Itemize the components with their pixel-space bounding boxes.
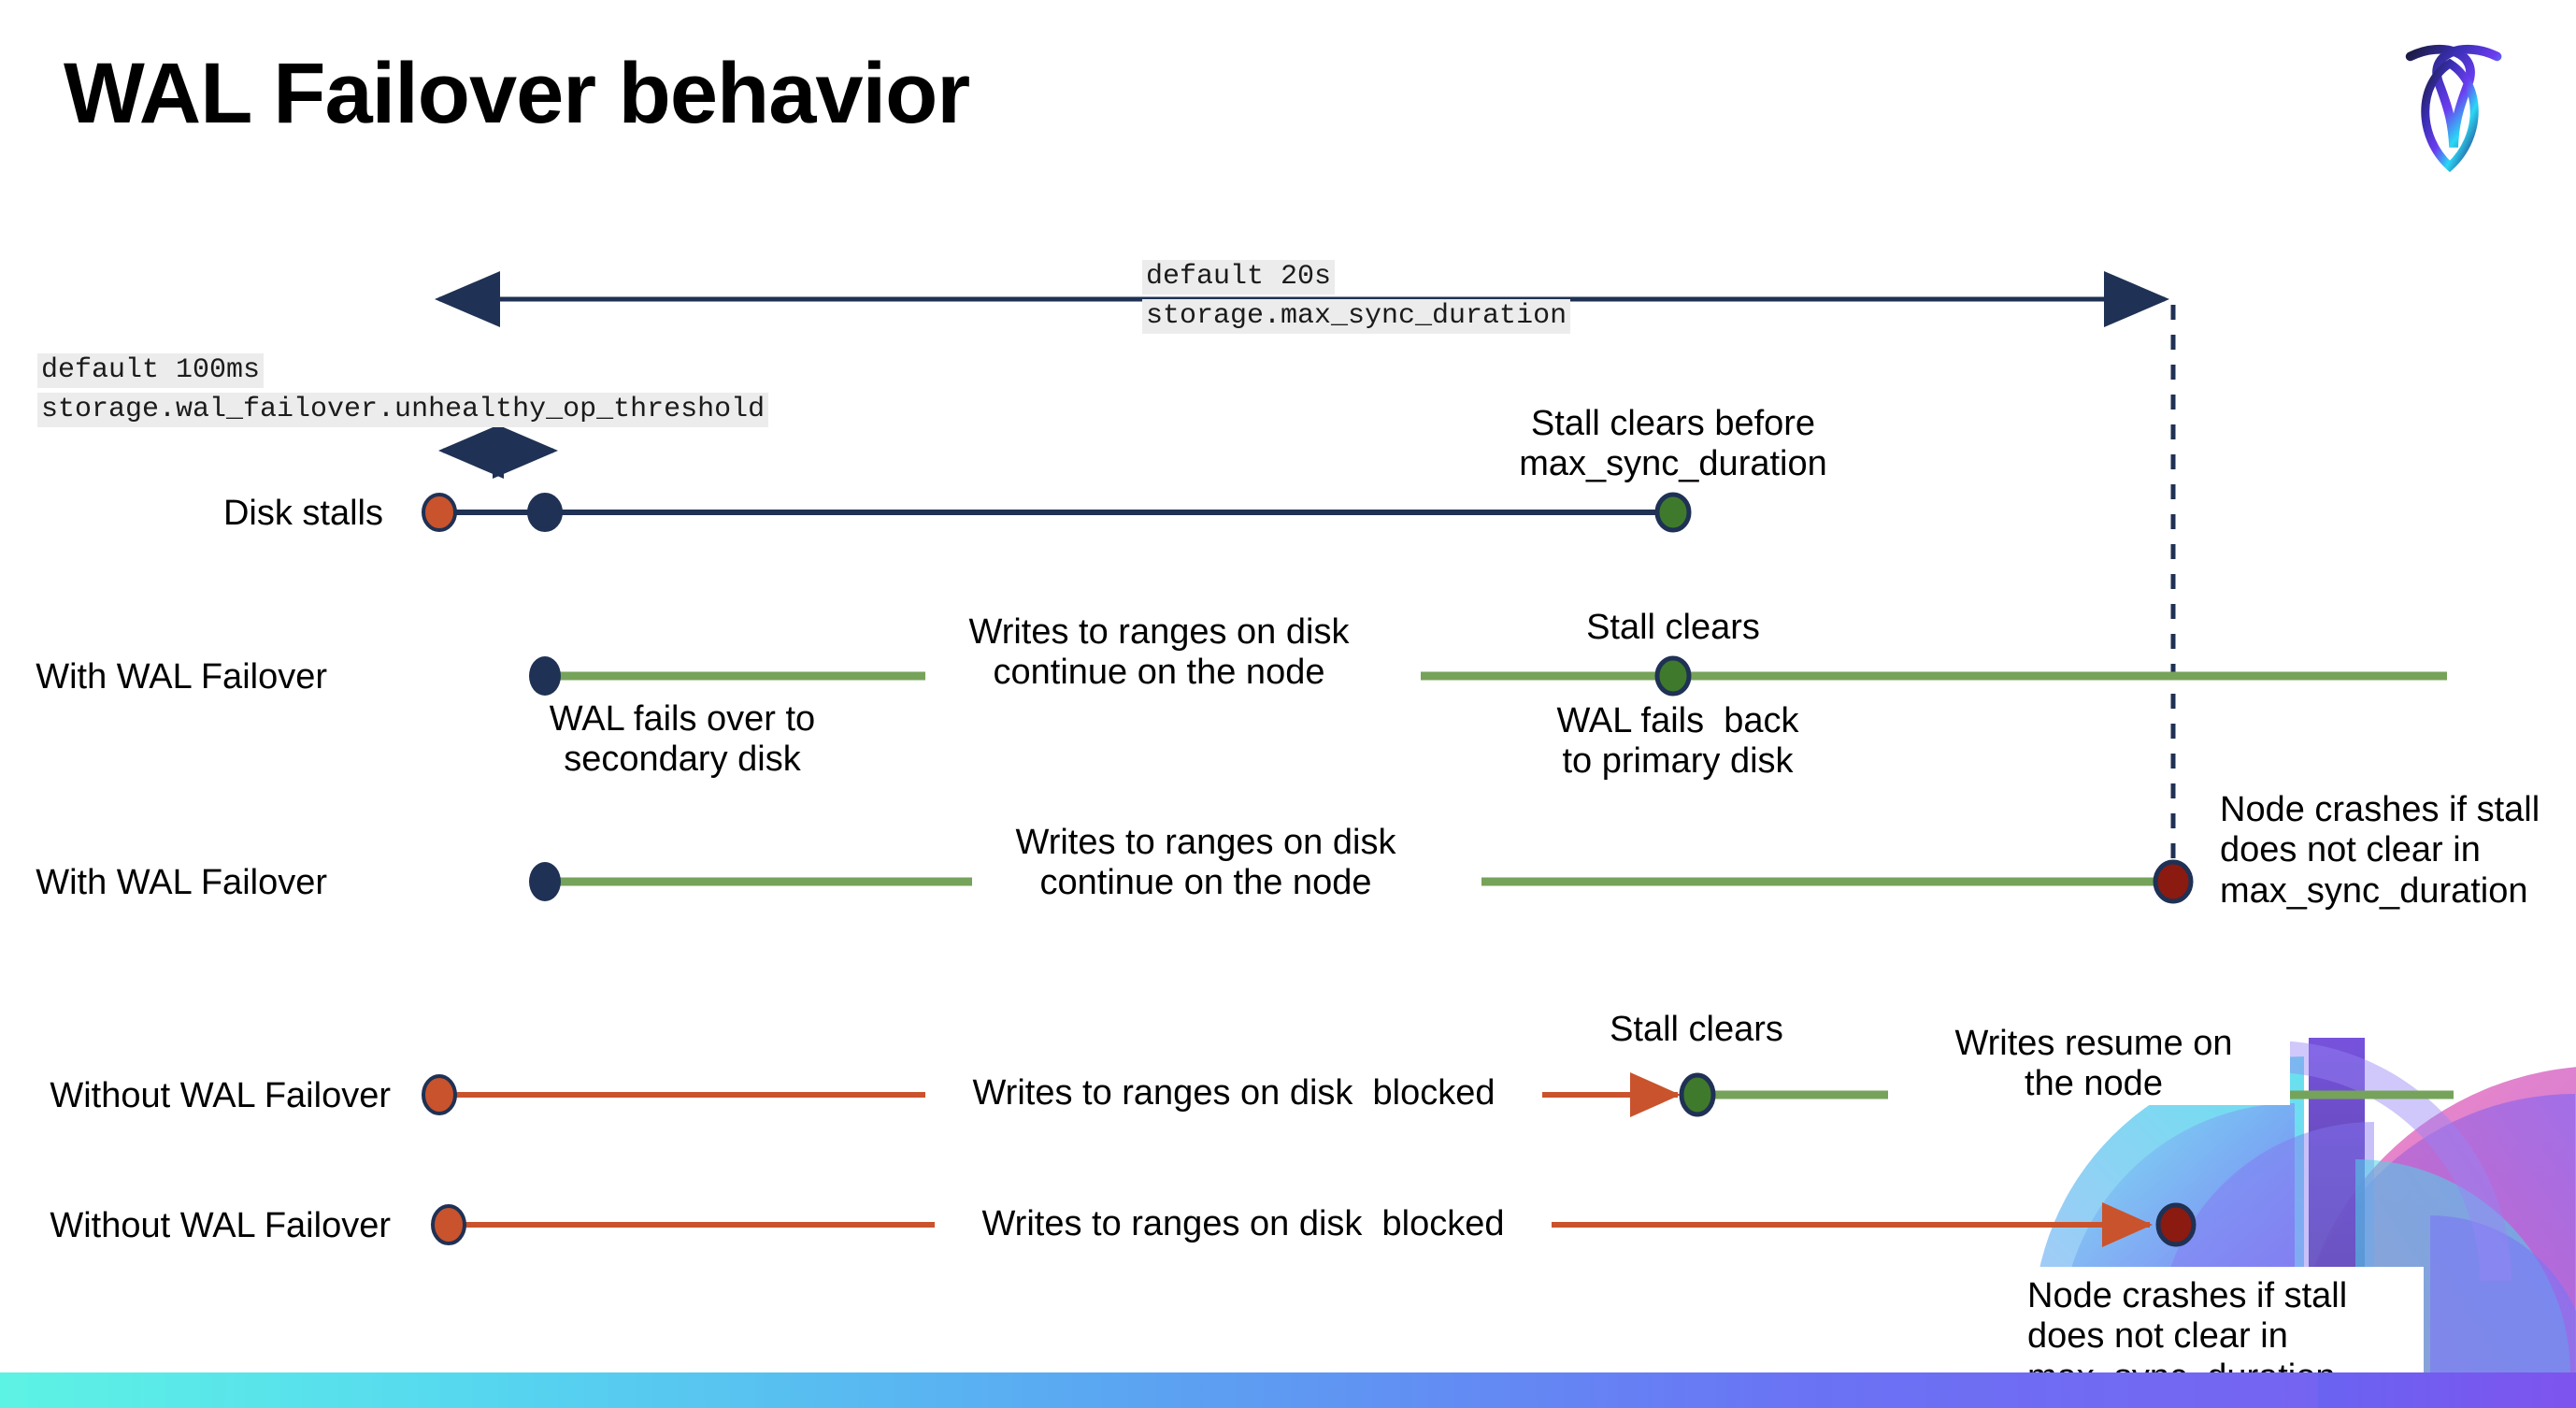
- with-failover-2-start-dot: [529, 862, 561, 901]
- bottom-accent-bar: [0, 1372, 2576, 1408]
- cockroachdb-logo: [2405, 44, 2502, 173]
- disk-stall-start-dot: [422, 493, 457, 532]
- note-writes-continue-2: Writes to ranges on disk continue on the…: [972, 823, 1439, 904]
- note-writes-blocked-2: Writes to ranges on disk blocked: [935, 1204, 1552, 1245]
- row-label-with-wal-failover-1: With WAL Failover: [36, 657, 327, 697]
- without-failover-1-stall-clears-dot: [1679, 1072, 1716, 1117]
- code-default-100ms: default 100ms: [37, 353, 265, 389]
- note-writes-blocked-1: Writes to ranges on disk blocked: [925, 1073, 1542, 1114]
- note-node-crashes-1: Node crashes if stall does not clear in …: [2220, 790, 2540, 911]
- row-label-without-wal-failover-2: Without WAL Failover: [50, 1206, 391, 1245]
- row-label-with-wal-failover-2: With WAL Failover: [36, 863, 327, 902]
- note-writes-resume: Writes resume on the node: [1897, 1024, 2290, 1105]
- note-stall-clears-2: Stall clears: [1556, 1010, 1837, 1051]
- code-max-sync-duration: storage.max_sync_duration: [1142, 299, 1571, 335]
- row-label-disk-stalls: Disk stalls: [222, 494, 383, 533]
- with-failover-2-crash-dot: [2153, 859, 2194, 904]
- note-writes-continue-1: Writes to ranges on disk continue on the…: [925, 612, 1393, 694]
- code-unhealthy-op-threshold: storage.wal_failover.unhealthy_op_thresh…: [37, 393, 769, 428]
- row-label-without-wal-failover-1: Without WAL Failover: [50, 1076, 391, 1115]
- without-failover-1-start-dot: [422, 1074, 457, 1115]
- note-stall-clears-before: Stall clears before max_sync_duration: [1477, 404, 1869, 485]
- bottom-accent-bar-right: [2318, 1372, 2576, 1408]
- code-default-20s: default 20s: [1142, 260, 1336, 295]
- note-wal-fails-over: WAL fails over to secondary disk: [549, 699, 816, 780]
- without-failover-2-start-dot: [431, 1204, 466, 1245]
- note-wal-fails-back: WAL fails back to primary disk: [1556, 701, 1799, 782]
- page-title: WAL Failover behavior: [64, 46, 970, 141]
- note-stall-clears-1: Stall clears: [1505, 608, 1841, 649]
- without-failover-2-crash-dot: [2155, 1202, 2197, 1247]
- with-failover-1-start-dot: [529, 656, 561, 696]
- wal-failover-trigger-dot: [527, 493, 563, 532]
- disk-stall-clear-dot: [1654, 492, 1692, 533]
- with-failover-1-stall-clears-dot: [1654, 655, 1692, 697]
